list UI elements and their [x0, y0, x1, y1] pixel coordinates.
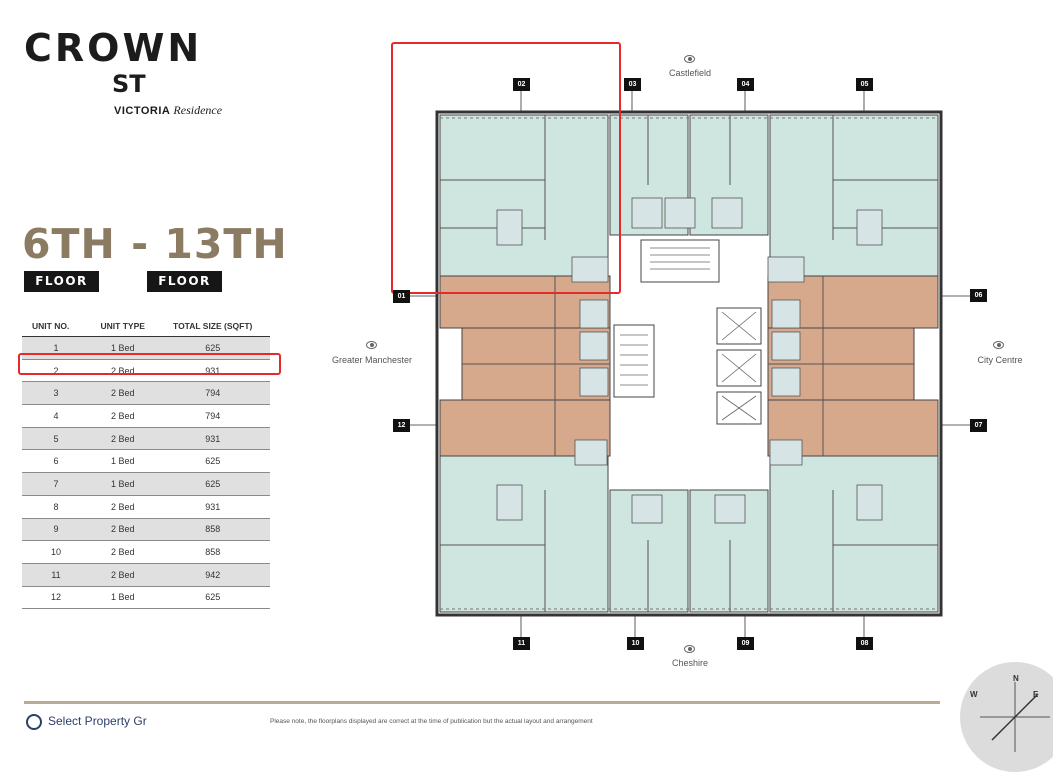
cell-unit-type: 2 Bed — [90, 518, 156, 542]
cell-unit-no: 12 — [22, 586, 91, 610]
cell-unit-no: 3 — [22, 381, 91, 406]
cell-unit-type: 1 Bed — [90, 586, 156, 610]
cell-size: 858 — [155, 540, 270, 564]
company-logo-icon — [26, 714, 42, 730]
cell-size: 794 — [155, 404, 270, 428]
unit-tag-08: 08 — [856, 637, 873, 650]
cell-unit-no: 9 — [22, 518, 91, 542]
cell-size: 931 — [155, 495, 270, 519]
footer-company-logo: Select Property Gr — [26, 714, 147, 730]
brand-logo: CROWN ST VICTORIA Residence — [24, 26, 222, 117]
view-label-left: Greater Manchester — [331, 355, 413, 365]
cell-unit-type: 1 Bed — [90, 472, 156, 496]
floor-plan — [410, 90, 970, 637]
header-unit-type: UNIT TYPE — [90, 316, 156, 337]
unit-tag-03: 03 — [624, 78, 641, 91]
footer-divider — [24, 701, 940, 704]
compass-north: N — [1013, 674, 1019, 683]
brand-subtitle-bold: VICTORIA — [114, 105, 171, 117]
cell-unit-type: 1 Bed — [90, 449, 156, 474]
cell-size: 794 — [155, 381, 270, 406]
view-label-bottom: Cheshire — [671, 658, 709, 668]
unit-tag-02: 02 — [513, 78, 530, 91]
compass-icon: N E W — [960, 662, 1053, 772]
table-header-row: UNIT NO. UNIT TYPE TOTAL SIZE (SQFT) — [22, 316, 270, 337]
cell-unit-type: 2 Bed — [90, 427, 156, 451]
cell-unit-type: 2 Bed — [90, 404, 156, 428]
compass-east: E — [1033, 690, 1039, 699]
cell-unit-type: 2 Bed — [90, 381, 156, 406]
unit-tag-11: 11 — [513, 637, 530, 650]
brand-name-bottom: ST — [112, 70, 146, 98]
selected-row-highlight — [18, 353, 281, 375]
brand-subtitle: VICTORIA Residence — [114, 103, 222, 118]
cell-unit-no: 2 — [22, 359, 91, 383]
floor-badge-left: FLOOR — [24, 271, 99, 292]
unit-tag-12: 12 — [393, 419, 410, 432]
unit-tag-05: 05 — [856, 78, 873, 91]
footer-company-name: Select Property Gr — [48, 714, 147, 729]
cell-size: 942 — [155, 563, 270, 587]
view-label-top: Castlefield — [668, 68, 712, 78]
cell-unit-type: 2 Bed — [90, 495, 156, 519]
unit-tag-06: 06 — [970, 289, 987, 302]
cell-size: 625 — [155, 586, 270, 610]
floor-range-title: 6TH - 13TH — [22, 220, 288, 268]
cell-unit-type: 2 Bed — [90, 359, 156, 383]
cell-unit-no: 10 — [22, 540, 91, 564]
unit-08 — [769, 454, 939, 613]
floor-badge-right: FLOOR — [147, 271, 222, 292]
brand-name-top: CROWN — [24, 26, 203, 70]
cell-unit-no: 7 — [22, 472, 91, 496]
cell-unit-no: 8 — [22, 495, 91, 519]
unit-05 — [769, 114, 939, 281]
brand-subtitle-italic: Residence — [173, 103, 223, 117]
unit-tag-09: 09 — [737, 637, 754, 650]
eye-icon-greater-manchester — [366, 341, 377, 349]
header-unit-no: UNIT NO. — [22, 316, 91, 337]
cell-unit-no: 11 — [22, 563, 91, 587]
cell-unit-no: 4 — [22, 404, 91, 428]
header-total-size: TOTAL SIZE (SQFT) — [155, 316, 270, 337]
unit-tag-07: 07 — [970, 419, 987, 432]
unit-11 — [439, 454, 609, 613]
cell-unit-no: 5 — [22, 427, 91, 451]
cell-size: 931 — [155, 427, 270, 451]
cell-size: 858 — [155, 518, 270, 542]
view-label-right: City Centre — [977, 355, 1023, 365]
cell-unit-type: 2 Bed — [90, 540, 156, 564]
cell-size: 625 — [155, 472, 270, 496]
compass-west: W — [970, 690, 978, 699]
selected-unit-highlight — [391, 42, 621, 294]
cell-unit-type: 2 Bed — [90, 563, 156, 587]
unit-tag-10: 10 — [627, 637, 644, 650]
unit-07 — [767, 399, 939, 457]
unit-tag-01: 01 — [393, 290, 410, 303]
cell-unit-no: 6 — [22, 449, 91, 474]
compass-needle — [980, 682, 1050, 752]
cell-size: 625 — [155, 449, 270, 474]
eye-icon-castlefield — [684, 55, 695, 63]
unit-tag-04: 04 — [737, 78, 754, 91]
eye-icon-cheshire — [684, 645, 695, 653]
eye-icon-city-centre — [993, 341, 1004, 349]
footer-disclaimer: Please note, the floorplans displayed ar… — [270, 718, 593, 725]
cell-size: 931 — [155, 359, 270, 383]
unit-02 — [439, 114, 609, 281]
